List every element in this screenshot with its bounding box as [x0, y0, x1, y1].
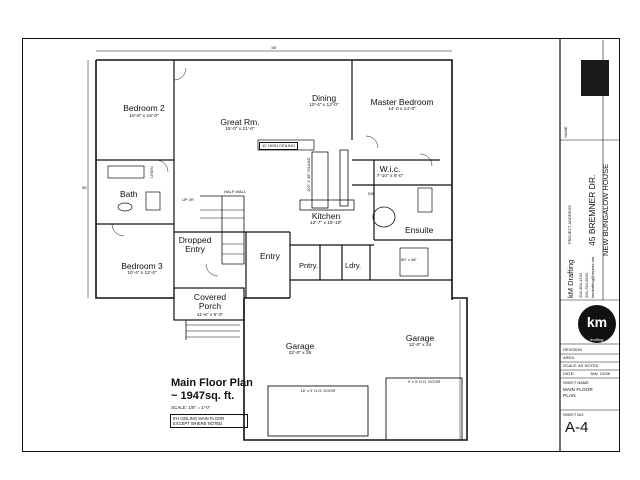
plan-title: Main Floor Plan ~ 1947sq. ft.	[171, 377, 253, 402]
room-bath-name: Bath	[120, 189, 138, 199]
tb-phone-1: 204-384-1234	[578, 273, 583, 298]
room-great-rm-dim: 15'-0" x 21'-0"	[225, 127, 255, 132]
tb-sheet-no-label: SHEET NO.	[563, 412, 585, 417]
room-dining-name: Dining	[311, 93, 337, 103]
tb-name-label: NAME	[563, 126, 568, 138]
room-dropped-entry-name: Dropped Entry	[178, 235, 212, 254]
tb-email: kmdrafting@mymts.net	[590, 256, 595, 298]
tb-phone-2: 204-794-0933	[584, 273, 589, 298]
room-master-bedroom-name: Master Bedroom	[370, 97, 434, 107]
tb-revision-label: REVISION	[563, 347, 583, 352]
dimension-top: 56'	[271, 45, 277, 50]
plan-scale: SCALE: 1/8" = 1'-0"	[171, 405, 211, 410]
room-garage-left-dim: 22'-0" x 26	[288, 351, 312, 356]
garage-door-9-note: 9' x 9' O.H. DOOR	[407, 379, 441, 384]
ceiling-note: 9'H CEILING MAIN FLOOR EXCEPT WHERE NOTE…	[170, 414, 248, 429]
room-bedroom-2-name: Bedroom 2	[123, 103, 165, 113]
room-covered-porch-name: Covered Porch	[193, 292, 227, 311]
km-logo-sub: drafting	[590, 337, 604, 342]
plan-title-area: ~ 1947sq. ft.	[171, 389, 235, 402]
tb-sheet-name-label: SHEET NAME	[563, 380, 589, 385]
room-kitchen-name: Kitchen	[311, 211, 341, 221]
tb-sheet-number: A-4	[565, 419, 589, 436]
half-wall-note: HALF WALL	[224, 189, 247, 194]
tb-date-label: DATE:	[563, 371, 575, 376]
km-logo-text: km	[586, 314, 608, 330]
plan-title-name: Main Floor Plan	[171, 377, 253, 389]
tb-scale-label: SCALE: AS NOTED	[563, 363, 599, 368]
room-master-bedroom-dim: 14'-0 x 14'-0"	[388, 107, 416, 112]
garage-door-16-note: 16' x 9' O.H. DOOR	[300, 388, 336, 393]
tb-project: NEW BUNGALOW HOUSE	[601, 163, 610, 256]
ensuite-shower-dim: 60" x 36"	[401, 257, 417, 262]
room-garage-right-name: Garage	[405, 333, 435, 343]
tb-address: 45 BREMNER DR.	[587, 174, 597, 246]
linen-note: LINEN	[149, 166, 154, 178]
tb-project-label: PROJECT ADDRESS	[567, 205, 572, 244]
stair-up-note: UP 2R	[182, 197, 194, 202]
tb-firm: kM Drafting	[566, 259, 575, 298]
room-laundry-name: Ldry.	[345, 261, 362, 270]
room-bedroom-3-dim: 10'-4" x 12'-0"	[127, 271, 157, 276]
tb-area-label: AREA:	[563, 355, 576, 360]
tb-date-value: JAN. 24/36	[590, 371, 610, 376]
room-garage-right-dim: 12'-0" x 24	[408, 343, 432, 348]
room-entry-name: Entry	[260, 251, 280, 261]
room-bedroom-3-name: Bedroom 3	[121, 261, 163, 271]
tb-sheet-name: MAIN FLOOR PLAN	[563, 388, 593, 399]
km-drafting-logo: km	[578, 305, 616, 343]
dimension-left: 56'	[82, 185, 88, 190]
room-wic-name: W.i.c.	[379, 164, 401, 174]
room-covered-porch-dim: 11'-6" x 6'-0"	[196, 313, 224, 318]
room-kitchen-dim: 12'-7" x 15'-10"	[309, 221, 343, 226]
room-pantry-name: Pntry.	[299, 261, 319, 270]
high-ceiling-note: 11' HIGH CEILING	[259, 142, 299, 150]
dishwasher-note: DW	[368, 191, 375, 196]
island-note: 102" X 48" ISLAND	[306, 157, 311, 192]
designer-logo	[581, 60, 609, 96]
room-garage-left-name: Garage	[285, 341, 315, 351]
room-great-rm-name: Great Rm.	[220, 117, 260, 127]
room-wic-dim: 7'-10" x 8'-0"	[376, 174, 404, 179]
room-bedroom-2-dim: 10'-8" x 16'-0"	[129, 114, 159, 119]
room-dining-dim: 10'-4" x 12'-0"	[309, 103, 339, 108]
room-ensuite-name: Ensuite	[405, 225, 434, 235]
